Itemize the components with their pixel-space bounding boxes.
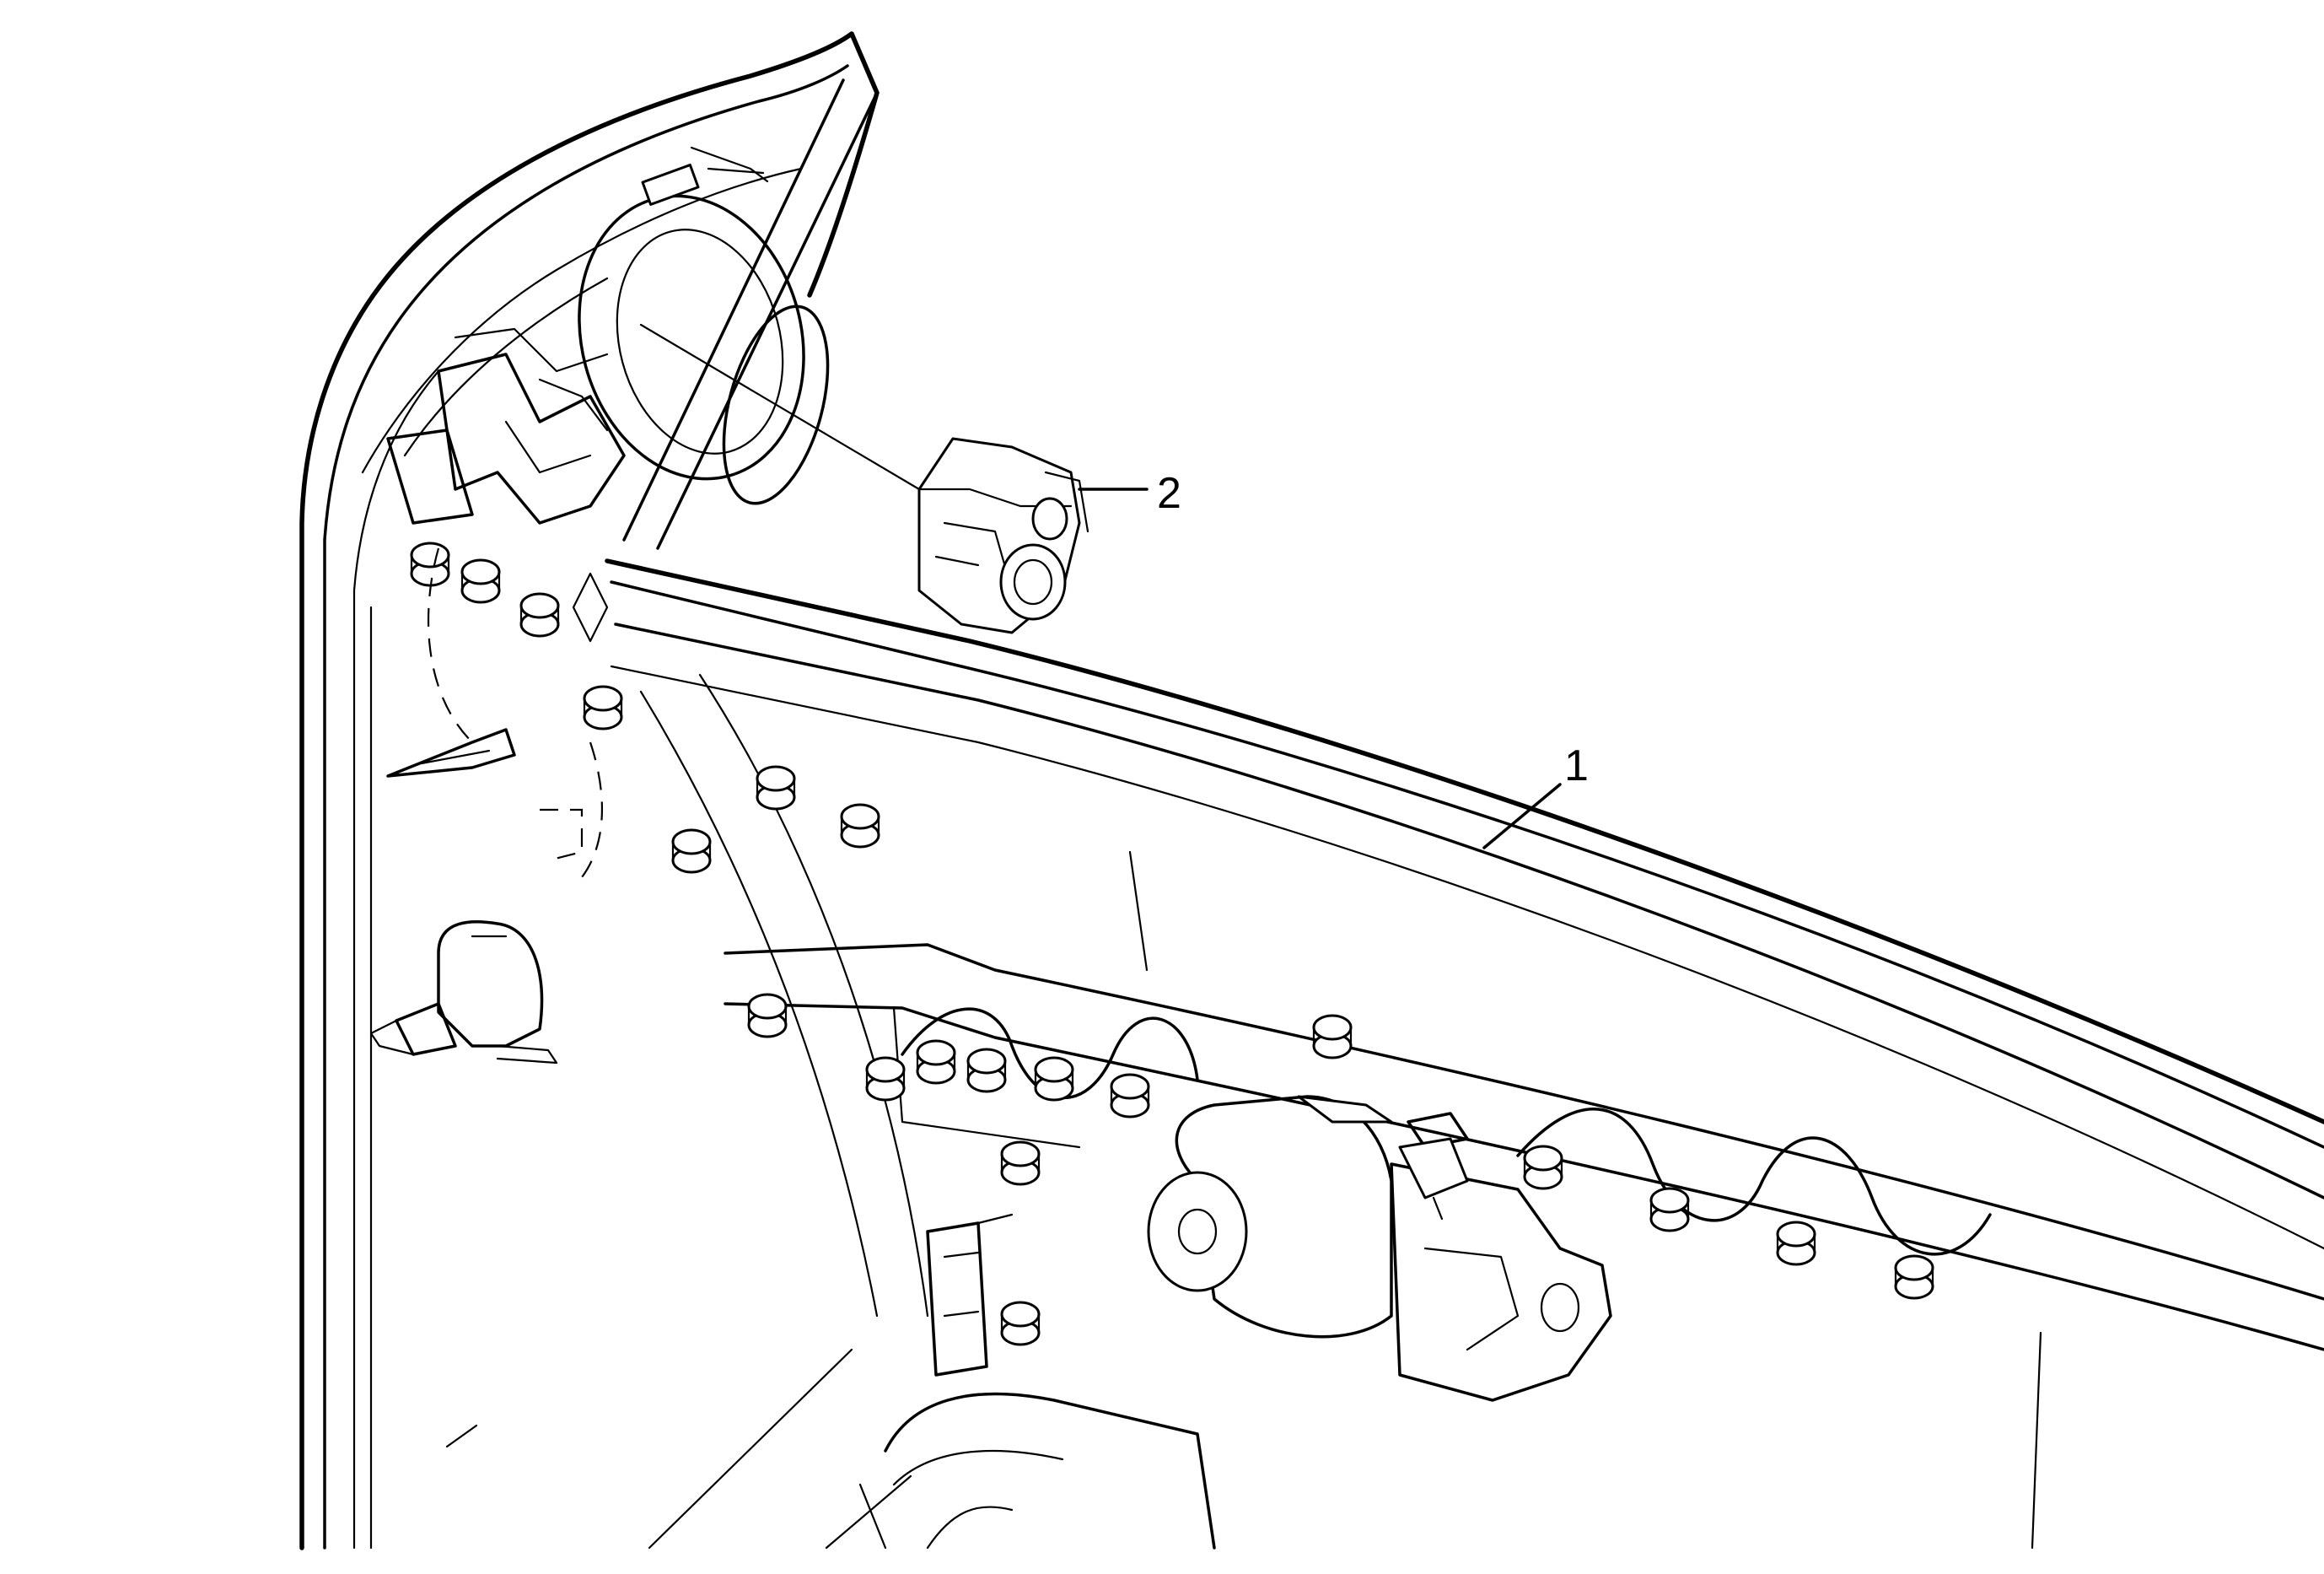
upper-clip-assembly	[386, 327, 626, 643]
mounting-pegs	[410, 542, 1934, 1346]
leader-lines	[639, 323, 1562, 849]
mirror-switch-component	[917, 437, 1089, 634]
leader-line-2-extension	[639, 323, 921, 491]
door-panel-frame	[299, 31, 880, 1550]
callout-label-2: 2	[1157, 469, 1181, 518]
lower-bracket	[445, 1213, 2042, 1550]
belt-rail	[605, 558, 2324, 1351]
speaker-housing	[578, 146, 830, 505]
leader-line-1	[1482, 783, 1562, 849]
callout-label-1: 1	[1564, 741, 1589, 790]
phantom-outline	[427, 547, 604, 878]
wire-harness	[901, 1007, 1992, 1256]
push-pin-clip	[369, 728, 558, 1065]
lock-actuator-housing	[1147, 1095, 1612, 1402]
